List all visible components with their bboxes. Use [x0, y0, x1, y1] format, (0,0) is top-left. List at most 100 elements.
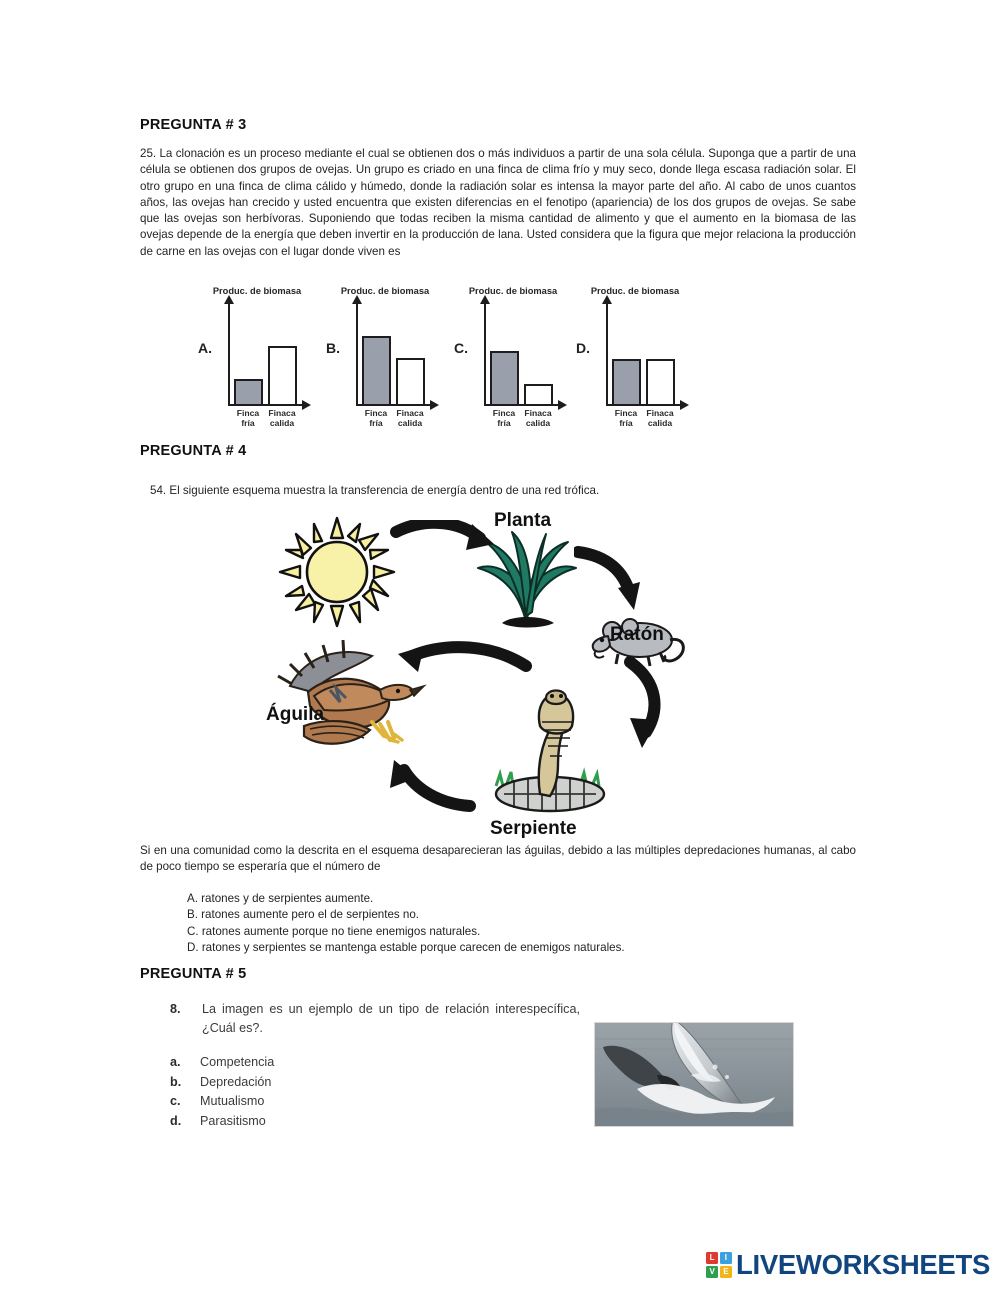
chart-option-d[interactable]: Produc. de biomasa D. Finca fría Finaca … [574, 286, 696, 436]
question-4-option-a[interactable]: A. ratones y de serpientes aumente. [187, 892, 374, 905]
chart-b-tick-finca-fria: Finca fría [358, 408, 394, 428]
chart-c-bar-finca-calida [524, 384, 553, 406]
question-5-option-d[interactable]: d. Parasitismo [170, 1112, 530, 1132]
chart-option-b[interactable]: Produc. de biomasa B. Finca fría Finaca … [324, 286, 446, 436]
chart-a-tick-finca-fria: Finca fría [230, 408, 266, 428]
chart-d-x-axis-arrow-icon [680, 400, 689, 410]
chart-b-tick-calida-line2: calida [397, 418, 423, 429]
biomass-chart-options: Produc. de biomasa A. Finca fría Finaca … [196, 286, 696, 436]
question-4-options: A. ratones y de serpientes aumente. B. r… [187, 891, 847, 957]
mouse-icon [582, 614, 692, 676]
chart-d-tick-calida-line1: Finaca [646, 408, 674, 418]
diagram-label-planta: Planta [494, 510, 552, 531]
chart-b-tick-fria-line2: fría [369, 418, 383, 429]
chart-d-y-axis [606, 302, 608, 406]
question-5-heading: PREGUNTA # 5 [140, 966, 247, 982]
question-5-option-a-label: Competencia [200, 1055, 275, 1069]
chart-b-x-axis-arrow-icon [430, 400, 439, 410]
question-5-options: a. Competencia b. Depredación c. Mutualismo… [170, 1053, 530, 1131]
question-5-option-d-mark: d. [170, 1113, 182, 1128]
chart-c-y-axis [484, 302, 486, 406]
chart-d-tick-finca-calida: Finaca calida [642, 408, 678, 428]
question-4-option-b[interactable]: B. ratones aumente pero el de serpientes… [187, 908, 420, 922]
chart-c-title: Produc. de biomasa [468, 286, 558, 296]
question-5-option-a[interactable]: a. Competencia [170, 1053, 530, 1073]
chart-b-title: Produc. de biomasa [340, 286, 430, 296]
chart-c-x-axis [484, 404, 560, 406]
diagram-label-aguila: Águila [266, 704, 325, 725]
chart-b-bar-finca-fria [362, 336, 391, 406]
chart-d-tick-finca-fria: Finca fría [608, 408, 644, 428]
chart-a-x-axis [228, 404, 304, 406]
chart-a-x-axis-arrow-icon [302, 400, 311, 410]
chart-a-tick-calida-line2: calida [269, 418, 295, 429]
logo-block-l: L [706, 1252, 719, 1265]
question-5-option-b-label: Depredación [200, 1074, 272, 1089]
arrow-aguila-cycle [398, 641, 532, 672]
question-5-option-c-mark: c. [170, 1094, 181, 1109]
chart-b-y-axis-arrow-icon [352, 295, 362, 304]
question-5-option-c[interactable]: c. Mutualismo [170, 1092, 530, 1112]
chart-c-y-axis-arrow-icon [480, 295, 490, 304]
question-5-option-b-mark: b. [170, 1074, 182, 1089]
chart-a-bar-finca-fria [234, 379, 263, 406]
chart-c-tick-finca-calida: Finaca calida [520, 408, 556, 428]
chart-c-bar-finca-fria [490, 351, 519, 406]
question-4-option-d[interactable]: D. ratones y serpientes se mantenga esta… [187, 941, 625, 955]
chart-b-letter: B. [326, 340, 340, 356]
liveworksheets-logo[interactable]: L I V E LIVEWORKSHEETS [706, 1248, 990, 1282]
chart-a-tick-finca-calida: Finaca calida [264, 408, 300, 428]
chart-c-tick-calida-line1: Finaca [524, 408, 552, 418]
arrow-sun-to-planta [390, 520, 494, 550]
chart-a-letter: A. [198, 340, 212, 356]
liveworksheets-wordmark: LIVEWORKSHEETS [736, 1249, 991, 1280]
chart-a-title: Produc. de biomasa [212, 286, 302, 296]
arrow-raton-to-serpiente [624, 656, 661, 748]
chart-b-x-axis [356, 404, 432, 406]
chart-d-tick-calida-line2: calida [647, 418, 673, 429]
logo-block-v: V [706, 1265, 719, 1278]
chart-c-tick-calida-line2: calida [525, 418, 551, 429]
chart-c-tick-fria-line1: Finca [492, 408, 516, 418]
trophic-web-diagram: Planta Ratón Serpiente Águila [262, 506, 732, 846]
chart-option-a[interactable]: Produc. de biomasa A. Finca fría Finaca … [196, 286, 318, 436]
plant-icon [462, 526, 592, 631]
arrow-serpiente-to-aguila [390, 760, 476, 812]
eagle-icon [268, 634, 436, 774]
question-5-option-c-label: Mutualismo [200, 1094, 265, 1109]
chart-a-tick-fria-line2: fría [241, 418, 255, 429]
diagram-label-raton: Ratón [610, 624, 664, 645]
question-5-stem-text: La imagen es un ejemplo de un tipo de re… [202, 1002, 580, 1035]
diagram-label-serpiente: Serpiente [490, 818, 577, 839]
question-4-option-c[interactable]: C. ratones aumente porque no tiene enemi… [187, 924, 481, 938]
arrow-planta-to-raton [574, 546, 640, 610]
question-4-followup-text: Si en una comunidad como la descrita en … [140, 844, 856, 874]
predation-photo [594, 1022, 794, 1127]
sun-icon [274, 512, 400, 632]
logo-block-i: I [719, 1252, 732, 1265]
question-5-stem: 8. La imagen es un ejemplo de un tipo de… [170, 1000, 580, 1038]
chart-option-c[interactable]: Produc. de biomasa C. Finca fría Finaca … [452, 286, 574, 436]
chart-c-tick-finca-fria: Finca fría [486, 408, 522, 428]
chart-b-tick-fria-line1: Finca [364, 408, 388, 418]
chart-a-y-axis [228, 302, 230, 406]
chart-d-x-axis [606, 404, 682, 406]
chart-a-tick-fria-line1: Finca [236, 408, 260, 418]
chart-b-bar-finca-calida [396, 358, 425, 406]
liveworksheets-logo-blocks-icon: L I V E [706, 1252, 732, 1278]
chart-d-tick-fria-line2: fría [619, 418, 633, 429]
chart-a-y-axis-arrow-icon [224, 295, 234, 304]
question-5-option-a-mark: a. [170, 1055, 181, 1069]
question-5-option-d-label: Parasitismo [200, 1113, 266, 1128]
chart-c-letter: C. [454, 340, 468, 356]
chart-a-tick-calida-line1: Finaca [268, 408, 296, 418]
snake-icon [480, 682, 620, 817]
question-4-stem-text: 54. El siguiente esquema muestra la tran… [150, 484, 600, 497]
chart-a-bar-finca-calida [268, 346, 297, 406]
chart-c-x-axis-arrow-icon [558, 400, 567, 410]
chart-d-title: Produc. de biomasa [590, 286, 680, 296]
chart-d-bar-finca-fria [612, 359, 641, 406]
question-5-option-b[interactable]: b. Depredación [170, 1073, 530, 1093]
chart-d-tick-fria-line1: Finca [614, 408, 638, 418]
